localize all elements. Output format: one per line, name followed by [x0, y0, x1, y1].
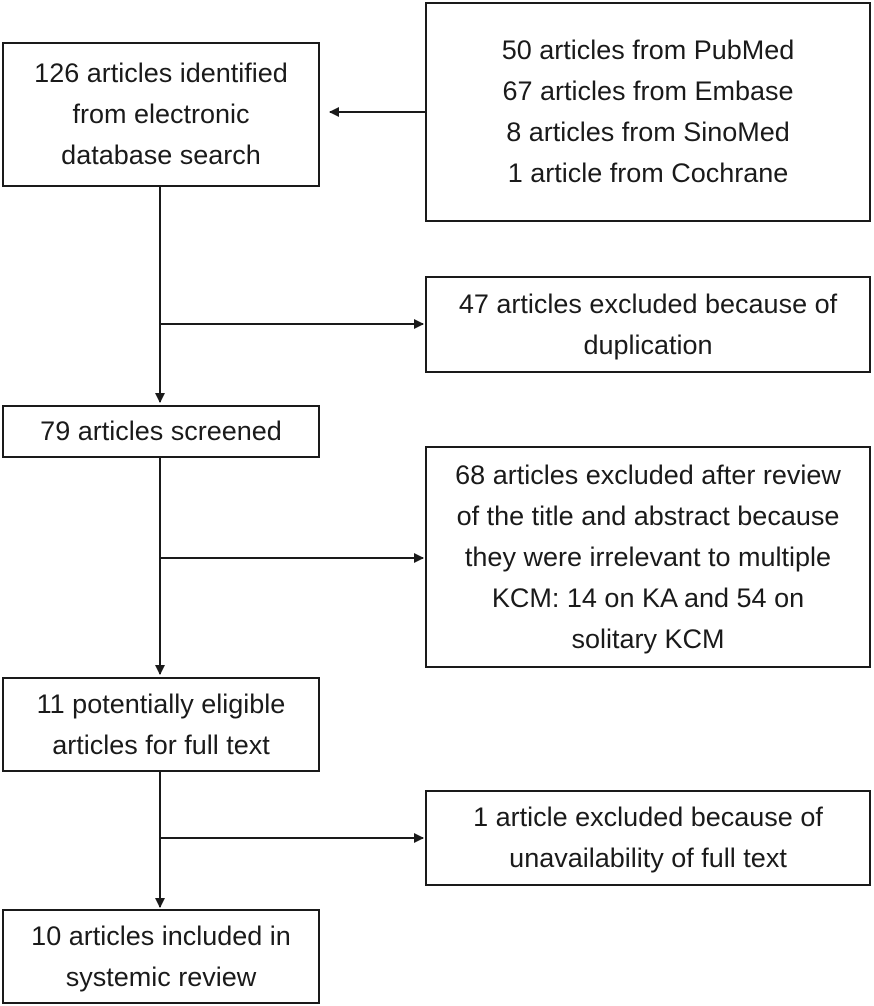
identified-line-1: 126 articles identified — [34, 58, 288, 88]
included-line-2: systemic review — [65, 961, 257, 992]
box-duplicates-excluded: 47 articles excluded because of duplicat… — [425, 276, 871, 373]
eligible-line-1: 11 potentially eligible — [36, 688, 286, 719]
duplicates-line-1: 47 articles excluded because of — [458, 288, 838, 319]
identified-line-3: database search — [61, 140, 261, 170]
identified-line-2: from electronic — [72, 99, 250, 129]
screening-excluded-line-1: 68 articles excluded after review — [455, 459, 841, 490]
screening-excluded-line-4: KCM: 14 on KA and 54 on — [491, 582, 805, 613]
box-identified: 126 articles identified from electronic … — [2, 42, 320, 187]
duplicates-line-2: duplication — [583, 329, 713, 360]
screening-excluded-line-5: solitary KCM — [571, 623, 725, 654]
box-screened: 79 articles screened — [2, 405, 320, 458]
screening-excluded-line-2: of the title and abstract because — [456, 500, 840, 531]
screening-excluded-line-3: they were irrelevant to multiple — [464, 541, 832, 572]
sources-line-2: 67 articles from Embase — [502, 76, 794, 106]
fulltext-excluded-line-1: 1 article excluded because of — [473, 802, 823, 832]
box-included: 10 articles included in systemic review — [2, 909, 320, 1004]
box-fulltext-excluded: 1 article excluded because of unavailabi… — [425, 790, 871, 886]
fulltext-excluded-line-2: unavailability of full text — [509, 843, 787, 873]
box-screening-excluded: 68 articles excluded after review of the… — [425, 446, 871, 668]
screened-line-1: 79 articles screened — [40, 416, 282, 446]
sources-line-4: 1 article from Cochrane — [507, 158, 789, 188]
box-eligible: 11 potentially eligible articles for ful… — [2, 677, 320, 772]
sources-line-1: 50 articles from PubMed — [501, 35, 795, 65]
box-sources: 50 articles from PubMed 67 articles from… — [425, 2, 871, 222]
included-line-1: 10 articles included in — [31, 920, 291, 951]
sources-line-3: 8 articles from SinoMed — [506, 117, 790, 147]
eligible-line-2: articles for full text — [52, 729, 270, 760]
